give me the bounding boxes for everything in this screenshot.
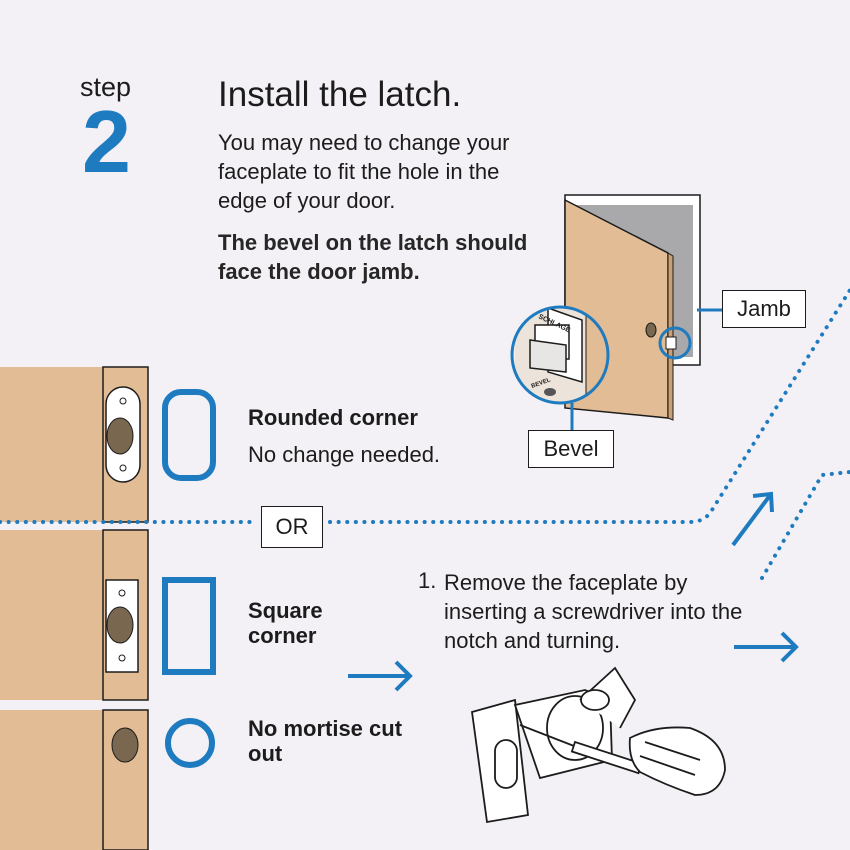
rounded-corner-title: Rounded corner [248, 405, 418, 430]
door-edge-no-mortise [0, 709, 149, 850]
step-number: 2 [82, 92, 131, 191]
arrow-right-icon [734, 631, 799, 663]
rounded-corner-desc: No change needed. [248, 442, 441, 467]
square-corner-title: Square corner [248, 598, 323, 648]
step-label: step [80, 72, 132, 102]
instruction-text: Remove the faceplate by inserting a scre… [444, 570, 743, 653]
screwdriver-latch-illustration [471, 666, 726, 824]
square-corner-shape [162, 577, 216, 675]
intro-text: You may need to change your faceplate to… [218, 130, 510, 213]
rounded-corner-shape [162, 389, 216, 481]
bevel-note: The bevel on the latch should face the d… [218, 230, 528, 284]
door-edge-square [0, 529, 149, 701]
instruction-number: 1. [418, 568, 437, 593]
detail-circle-small [658, 326, 692, 360]
page-title: Install the latch. [218, 75, 462, 114]
no-mortise-title: No mortise cut out [248, 716, 403, 766]
jamb-callout: Jamb [722, 290, 806, 328]
or-callout: OR [261, 506, 323, 548]
door-edge-rounded [0, 366, 149, 523]
bevel-callout: Bevel [528, 430, 614, 468]
dotted-path-lower [760, 470, 850, 580]
dotted-path-upper [328, 288, 850, 524]
no-mortise-shape [165, 718, 215, 768]
arrow-up-right-icon [731, 491, 774, 547]
latch-detail: SCHLAGE BEVEL [510, 305, 610, 430]
arrow-right-icon [348, 660, 413, 692]
